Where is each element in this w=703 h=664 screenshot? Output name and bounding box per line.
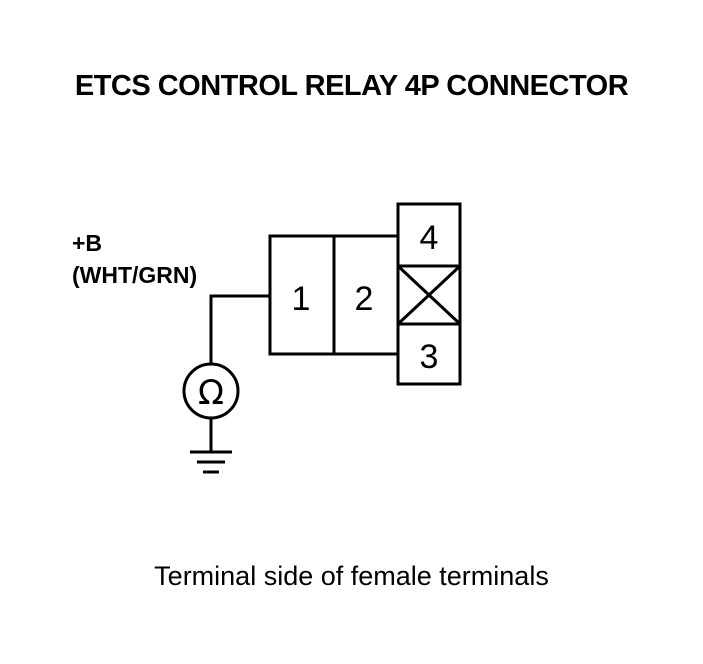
diagram-title: ETCS CONTROL RELAY 4P CONNECTOR [74, 70, 629, 102]
pin-1-label: 1 [292, 280, 311, 318]
supply-label: +B [72, 230, 102, 256]
pin-3-cavity [396, 322, 462, 386]
pin-4-label: 4 [420, 219, 439, 257]
probe-wire [209, 294, 270, 364]
pin-2-label: 2 [355, 280, 374, 318]
wire-color-label: (WHT/GRN) [72, 262, 197, 288]
blank-cross-line-b [396, 264, 462, 326]
ohm-symbol: Ω [198, 373, 224, 413]
connector-body [268, 234, 400, 356]
diagram-caption: Terminal side of female terminals [154, 561, 549, 591]
ground-icon [190, 418, 232, 474]
pin-3-label: 3 [420, 338, 439, 376]
connector-right-column [396, 202, 462, 386]
pin-4-cavity [396, 202, 462, 268]
